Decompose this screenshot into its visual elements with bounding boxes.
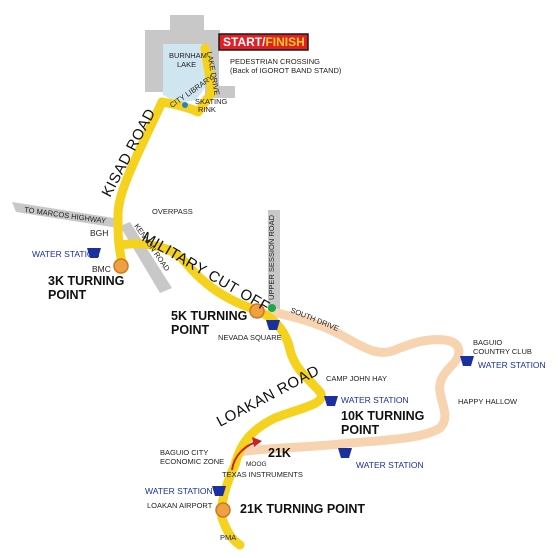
bmc-label: BMC bbox=[92, 264, 111, 274]
water-station-icon bbox=[212, 486, 226, 496]
burnham-lake-label-2: LAKE bbox=[177, 60, 196, 69]
turning-point-21k-label: 21K TURNING POINT bbox=[240, 502, 365, 516]
water-station-label: WATER STATION bbox=[32, 249, 100, 259]
water-station-icon bbox=[460, 356, 474, 366]
water-station-icon bbox=[266, 320, 280, 330]
igorot-band-stand-label: (Back of IGOROT BAND STAND) bbox=[230, 66, 342, 75]
baguio-city-label-1: BAGUIO CITY bbox=[160, 448, 208, 457]
route-21k bbox=[235, 307, 464, 457]
overpass-label: OVERPASS bbox=[152, 207, 193, 216]
water-station-label: WATER STATION bbox=[478, 360, 546, 370]
park-road-left bbox=[145, 30, 163, 92]
route-session bbox=[217, 305, 326, 550]
marcos-highway bbox=[12, 202, 118, 228]
water-station-label: WATER STATION bbox=[341, 395, 409, 405]
burnham-lake bbox=[163, 44, 205, 103]
skating-rink-dot bbox=[182, 102, 188, 108]
label-21k: 21K bbox=[268, 446, 291, 460]
turning-point-10k-label-1: 10K TURNING bbox=[341, 409, 424, 423]
main-route bbox=[113, 43, 326, 550]
turning-point-5k-label-2: POINT bbox=[171, 323, 210, 337]
turning-point-10k-label-2: POINT bbox=[341, 423, 380, 437]
happy-hallow-label: HAPPY HALLOW bbox=[458, 397, 518, 406]
pedestrian-crossing-label: PEDESTRIAN CROSSING bbox=[230, 57, 320, 66]
turning-point-3k-label-2: POINT bbox=[48, 288, 87, 302]
loakan-airport-label: LOAKAN AIRPORT bbox=[147, 501, 213, 510]
upper-session-road-label: UPPER SESSION ROAD bbox=[267, 214, 276, 300]
camp-john-hay-label: CAMP JOHN HAY bbox=[326, 374, 387, 383]
turning-point-21k-marker bbox=[215, 502, 231, 518]
skating-rink-label-2: RINK bbox=[198, 105, 216, 114]
upper-session-road-gray bbox=[268, 210, 280, 310]
baguio-city-label-2: ECONOMIC ZONE bbox=[160, 457, 224, 466]
start-finish-badge bbox=[218, 33, 309, 51]
park-building bbox=[170, 15, 204, 35]
turning-point-5k-marker bbox=[249, 303, 265, 319]
turning-point-markers bbox=[113, 258, 265, 518]
burnham-lake-label-1: BURNHAM bbox=[169, 51, 207, 60]
turning-point-3k-label-1: 3K TURNING bbox=[48, 274, 124, 288]
water-station-icon bbox=[324, 396, 338, 406]
water-station-label: WATER STATION bbox=[356, 460, 424, 470]
water-station-icons bbox=[87, 248, 474, 496]
baguio-country-club-label-2: COUNTRY CLUB bbox=[473, 347, 532, 356]
route-park-loop bbox=[157, 43, 217, 117]
baguio-country-club-label-1: BAGUIO bbox=[473, 338, 502, 347]
arrow-head-icon bbox=[252, 437, 262, 447]
water-station-icon bbox=[87, 248, 101, 258]
marcos-highway-label: TO MARCOS HIGHWAY bbox=[24, 205, 107, 225]
route-military bbox=[115, 239, 261, 315]
skating-rink-label-1: SKATING bbox=[195, 97, 228, 106]
start-finish-label: START/FINISH bbox=[223, 35, 305, 49]
turning-point-5k-label-1: 5K TURNING bbox=[171, 309, 247, 323]
texas-instruments-label: TEXAS INSTRUMENTS bbox=[222, 470, 303, 479]
session-junction-dot bbox=[268, 304, 276, 312]
moog-label: MOOG bbox=[246, 461, 267, 468]
pma-label: PMA bbox=[220, 533, 236, 542]
nevada-square-label: NEVADA SQUARE bbox=[218, 333, 282, 342]
water-station-label: WATER STATION bbox=[145, 486, 213, 496]
turning-point-3k-marker bbox=[113, 258, 129, 274]
bgh-label: BGH bbox=[90, 228, 108, 238]
water-station-icon bbox=[338, 448, 352, 458]
